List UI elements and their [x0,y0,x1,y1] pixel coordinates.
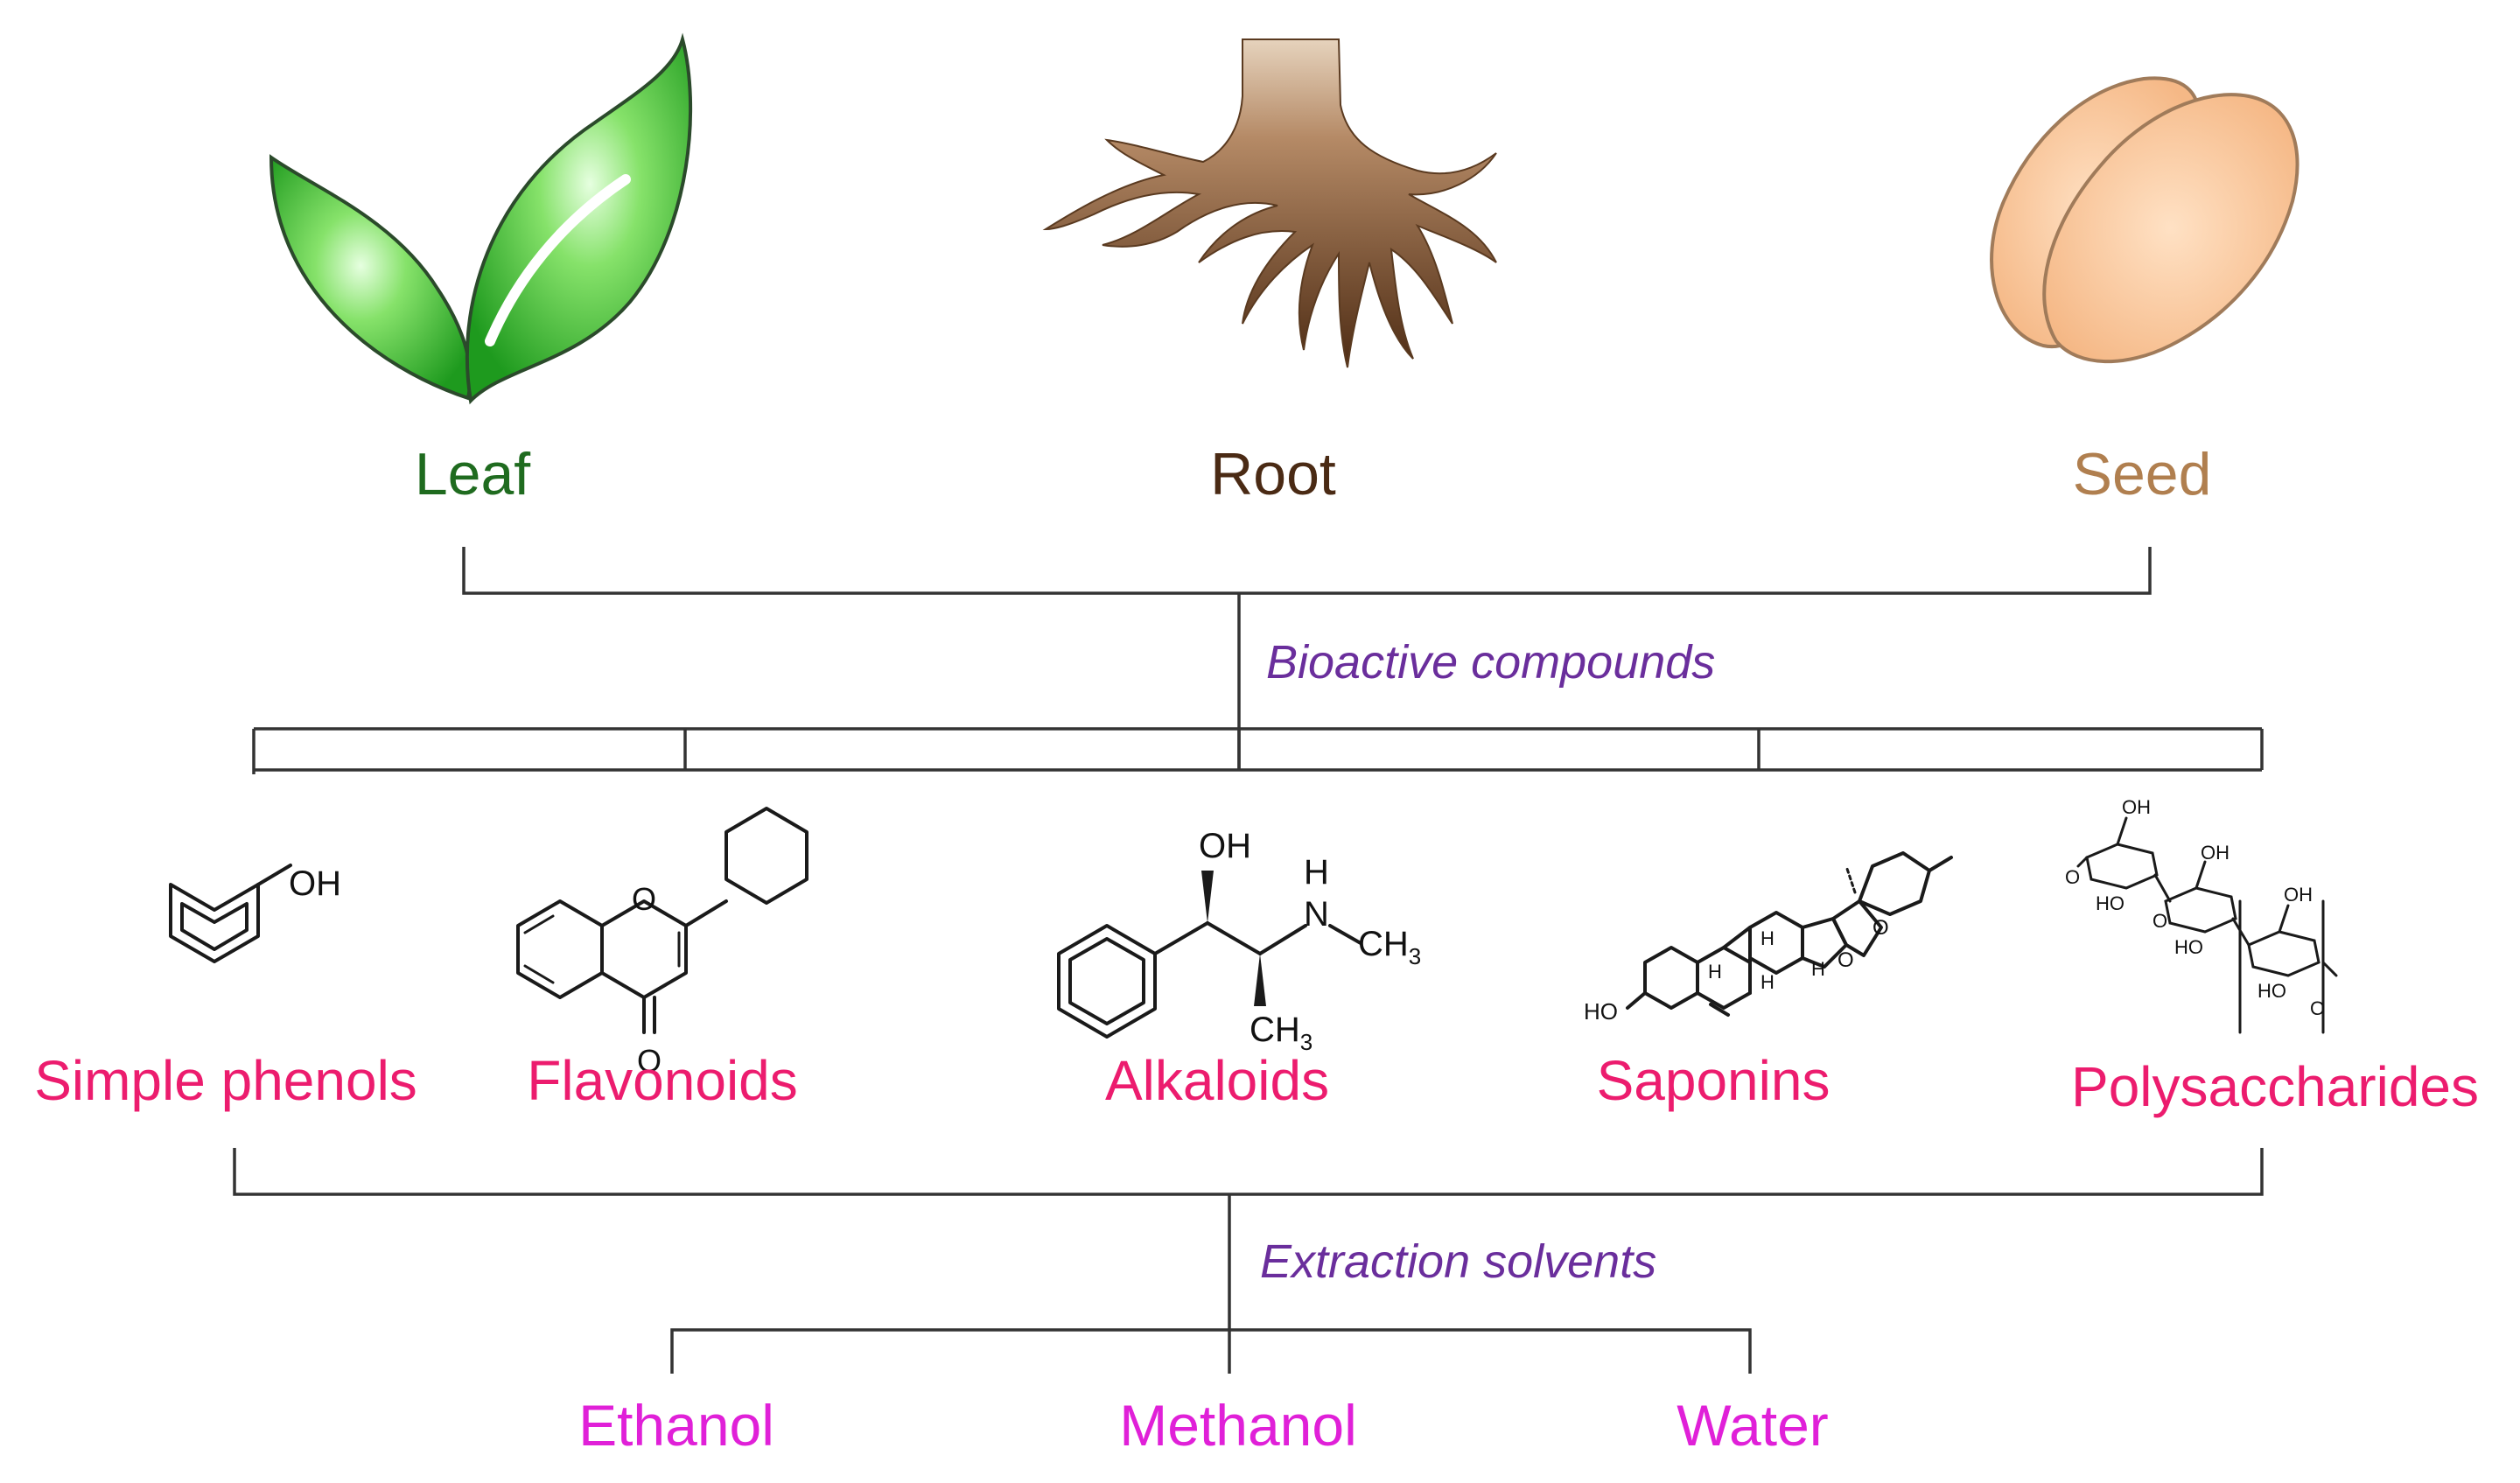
ephedrine-ch3-c-label: CH3 [1250,1011,1312,1055]
saponin-o2-label: O [1838,948,1854,972]
section-label-extraction: Extraction solvents [1260,1235,1656,1288]
solvent-label-methanol: Methanol [1119,1393,1357,1458]
solvent-label-water: Water [1676,1393,1829,1458]
flavone-keto-o-label: O [637,1043,662,1079]
poly-oh2-label: OH [2201,842,2230,864]
poly-o1-label: O [2065,866,2080,888]
flavone-structure: O O [516,807,808,1079]
flavone-ring-o-label: O [632,881,656,917]
saponin-h3-label: H [1760,971,1774,993]
ephedrine-oh-label: OH [1199,827,1251,865]
ephedrine-h-label: H [1304,853,1329,892]
plant-label-seed: Seed [2073,441,2212,507]
root-icon [1042,38,1497,368]
ephedrine-ch3-n-label: CH3 [1358,925,1421,969]
saponin-o1-label: O [1872,916,1889,940]
solvent-connector [233,1148,2264,1374]
poly-ho1-label: HO [2096,892,2124,914]
steroidal-saponin-structure: HO H H H H O O [1584,851,1953,1025]
phenol-structure: OH [169,864,341,963]
ephedrine-structure: OH H N CH3 CH3 [1057,827,1421,1055]
poly-o3-label: O [2310,997,2325,1019]
seed-icon [1990,76,2300,364]
poly-oh3-label: OH [2284,884,2313,906]
solvent-label-ethanol: Ethanol [578,1393,774,1458]
plant-label-leaf: Leaf [415,441,530,507]
saponin-h2-label: H [1760,927,1774,949]
polysaccharide-structure: OH OH OH HO HO HO O O O [2065,796,2338,1034]
plant-label-root: Root [1210,441,1336,507]
compound-connector [252,727,2264,774]
poly-oh1-label: OH [2122,796,2151,818]
poly-o2-label: O [2152,910,2167,932]
saponin-h4-label: H [1811,958,1825,980]
class-label-polysaccharides: Polysaccharides [2071,1055,2479,1118]
class-label-flavonoids: Flavonoids [527,1049,798,1112]
ephedrine-n-label: N [1304,895,1329,934]
saponin-h1-label: H [1708,961,1722,983]
poly-ho2-label: HO [2174,936,2203,958]
leaf-icon [269,32,693,405]
class-label-saponins: Saponins [1597,1049,1830,1112]
section-label-bioactive: Bioactive compounds [1266,636,1715,689]
class-label-simple-phenols: Simple phenols [34,1049,417,1112]
poly-ho3-label: HO [2258,980,2286,1002]
phenol-oh-label: OH [289,864,341,903]
class-label-alkaloids: Alkaloids [1105,1049,1329,1112]
saponin-ho-label: HO [1584,998,1618,1025]
